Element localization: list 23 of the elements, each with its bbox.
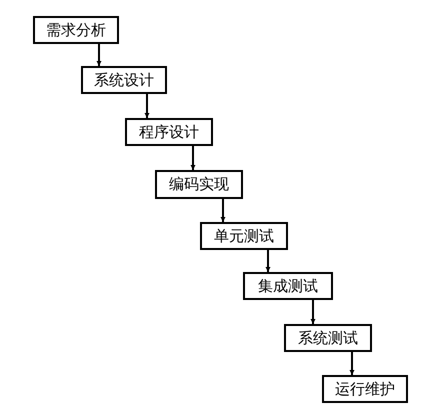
arrow <box>350 352 354 375</box>
step-label: 需求分析 <box>46 22 106 38</box>
step-label: 单元测试 <box>214 228 274 244</box>
arrow <box>190 146 196 170</box>
arrow <box>144 94 150 118</box>
process-box <box>125 118 213 146</box>
step-label: 编码实现 <box>169 177 229 192</box>
process-box <box>200 222 288 250</box>
process-box <box>322 375 408 403</box>
process-box <box>284 324 372 352</box>
arrow <box>310 300 316 324</box>
arrow <box>220 199 226 222</box>
step-label: 系统测试 <box>298 330 358 346</box>
step-label: 系统设计 <box>94 72 154 88</box>
process-box <box>155 170 243 199</box>
step-label: 程序设计 <box>139 124 199 140</box>
arrow <box>266 250 270 272</box>
step-label: 运行维护 <box>335 382 395 396</box>
process-box <box>33 16 119 44</box>
step-label: 集成测试 <box>258 278 318 294</box>
process-box <box>81 66 167 94</box>
arrow <box>96 44 102 66</box>
process-box <box>243 272 333 300</box>
